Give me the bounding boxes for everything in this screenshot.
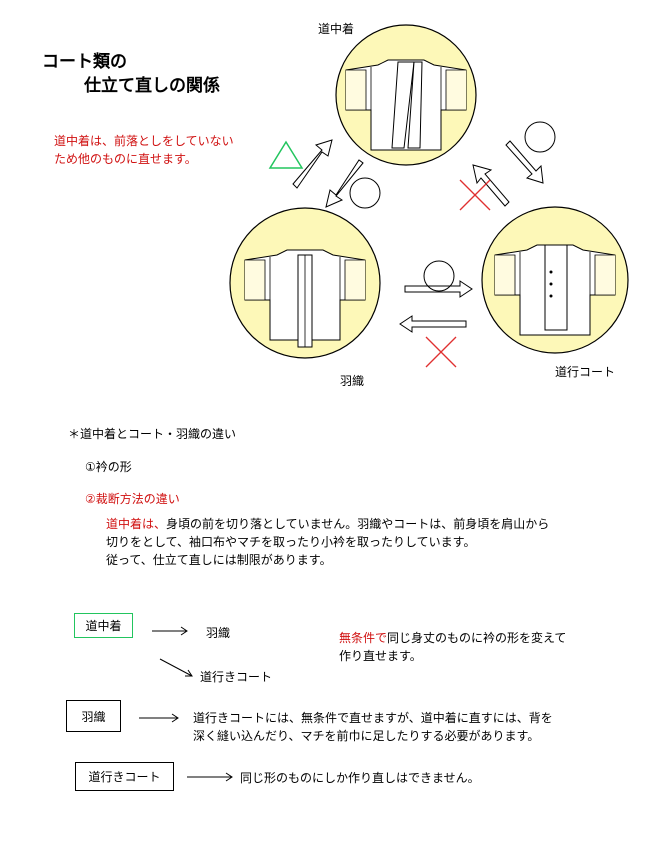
dochugi-to-michiyuki-label: 道行きコート: [200, 670, 273, 684]
label-dochugi: 道中着: [318, 22, 355, 36]
difference-paragraph: 道中着は、身頃の前を切り落としていません。羽織やコートは、前身頃を肩山から 切り…: [106, 515, 549, 569]
dochugi-note-line2: 作り直せます。: [339, 649, 422, 663]
title-line2: 仕立て直しの関係: [84, 76, 220, 96]
haori-note-line1: 道行きコートには、無条件で直せますが、道中着に直すには、背を: [193, 711, 553, 725]
circle-mark-haori-michiyuki: [423, 260, 455, 292]
dochugi-note: 無条件で同じ身丈のものに衿の形を変えて 作り直せます。: [339, 629, 566, 665]
arrow-haori-to-michiyuki: [404, 280, 473, 298]
arrow-dochugi-to-michiyuki: [505, 140, 544, 184]
dochugi-note-red: 無条件で: [339, 631, 388, 645]
dochugi-illustration: [335, 24, 477, 166]
note-line2: ため他のものに直せます。: [54, 152, 197, 166]
para-red-part: 道中着は、: [106, 517, 167, 531]
arrow-dochugi-to-haori: [325, 159, 364, 208]
dochugi-note-rest: 同じ身丈のものに衿の形を変えて: [387, 631, 567, 645]
para-line1: 身頃の前を切り落としていません。羽織やコートは、前身頃を肩山から: [166, 517, 550, 531]
arrow-michiyuki-to-dochugi: [472, 164, 510, 207]
para-line3: 従って、仕立て直しには制限があります。: [106, 553, 332, 567]
arrow-michiyuki-to-haori: [399, 315, 467, 333]
haori-note: 道行きコートには、無条件で直せますが、道中着に直すには、背を 深く縫い込んだり、…: [193, 709, 553, 745]
relation-diagram: [229, 24, 629, 368]
haori-illustration: [229, 207, 381, 359]
arrow-haori-to-dochugi: [292, 139, 333, 189]
dochugi-to-haori-label: 羽織: [206, 626, 231, 640]
difference-item-2: ②裁断方法の違い: [85, 492, 180, 506]
label-haori: 羽織: [340, 374, 365, 388]
differences-heading: ＊道中着とコート・羽織の違い: [68, 427, 237, 441]
circle-mark-haori-dochugi: [349, 177, 381, 209]
michiyuki-box: 道行きコート: [75, 762, 174, 791]
haori-note-line2: 深く縫い込んだり、マチを前巾に足したりする必要があります。: [193, 729, 540, 743]
cross-mark-michiyuki-dochugi: [459, 179, 491, 211]
title-line1: コート類の: [42, 52, 127, 72]
michiyuki-illustration: [481, 206, 629, 354]
para-line2: 切りをとして、袖口布やマチを取ったり小衿を取ったりしています。: [106, 535, 476, 549]
dochugi-box: 道中着: [74, 613, 133, 638]
circle-mark-dochugi-michiyuki: [524, 121, 556, 153]
cross-mark-michiyuki-haori: [425, 336, 457, 368]
haori-box: 羽織: [66, 700, 121, 732]
difference-item-1: ①衿の形: [85, 460, 132, 474]
triangle-mark: [268, 140, 304, 169]
note-line1: 道中着は、前落としをしていない: [54, 134, 234, 148]
label-michiyuki: 道行コート: [555, 365, 616, 379]
michiyuki-note: 同じ形のものにしか作り直しはできません。: [240, 771, 480, 785]
